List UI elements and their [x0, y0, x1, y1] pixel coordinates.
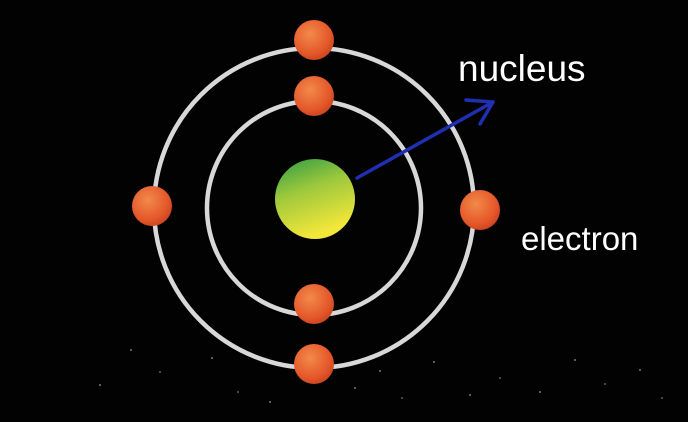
electron-outer-bottom — [294, 344, 334, 384]
nucleus-pointer-arrow — [355, 98, 495, 180]
electron-outer-left — [132, 186, 172, 226]
electron-inner-bottom — [294, 284, 334, 324]
nucleus — [275, 159, 355, 239]
background-speckles — [99, 349, 663, 403]
electrons — [132, 20, 500, 384]
electron-inner-top — [294, 76, 334, 116]
electron-label: electron — [521, 220, 639, 257]
nucleus-label: nucleus — [458, 48, 586, 89]
electron-outer-top — [294, 20, 334, 60]
electron-outer-right — [460, 190, 500, 230]
